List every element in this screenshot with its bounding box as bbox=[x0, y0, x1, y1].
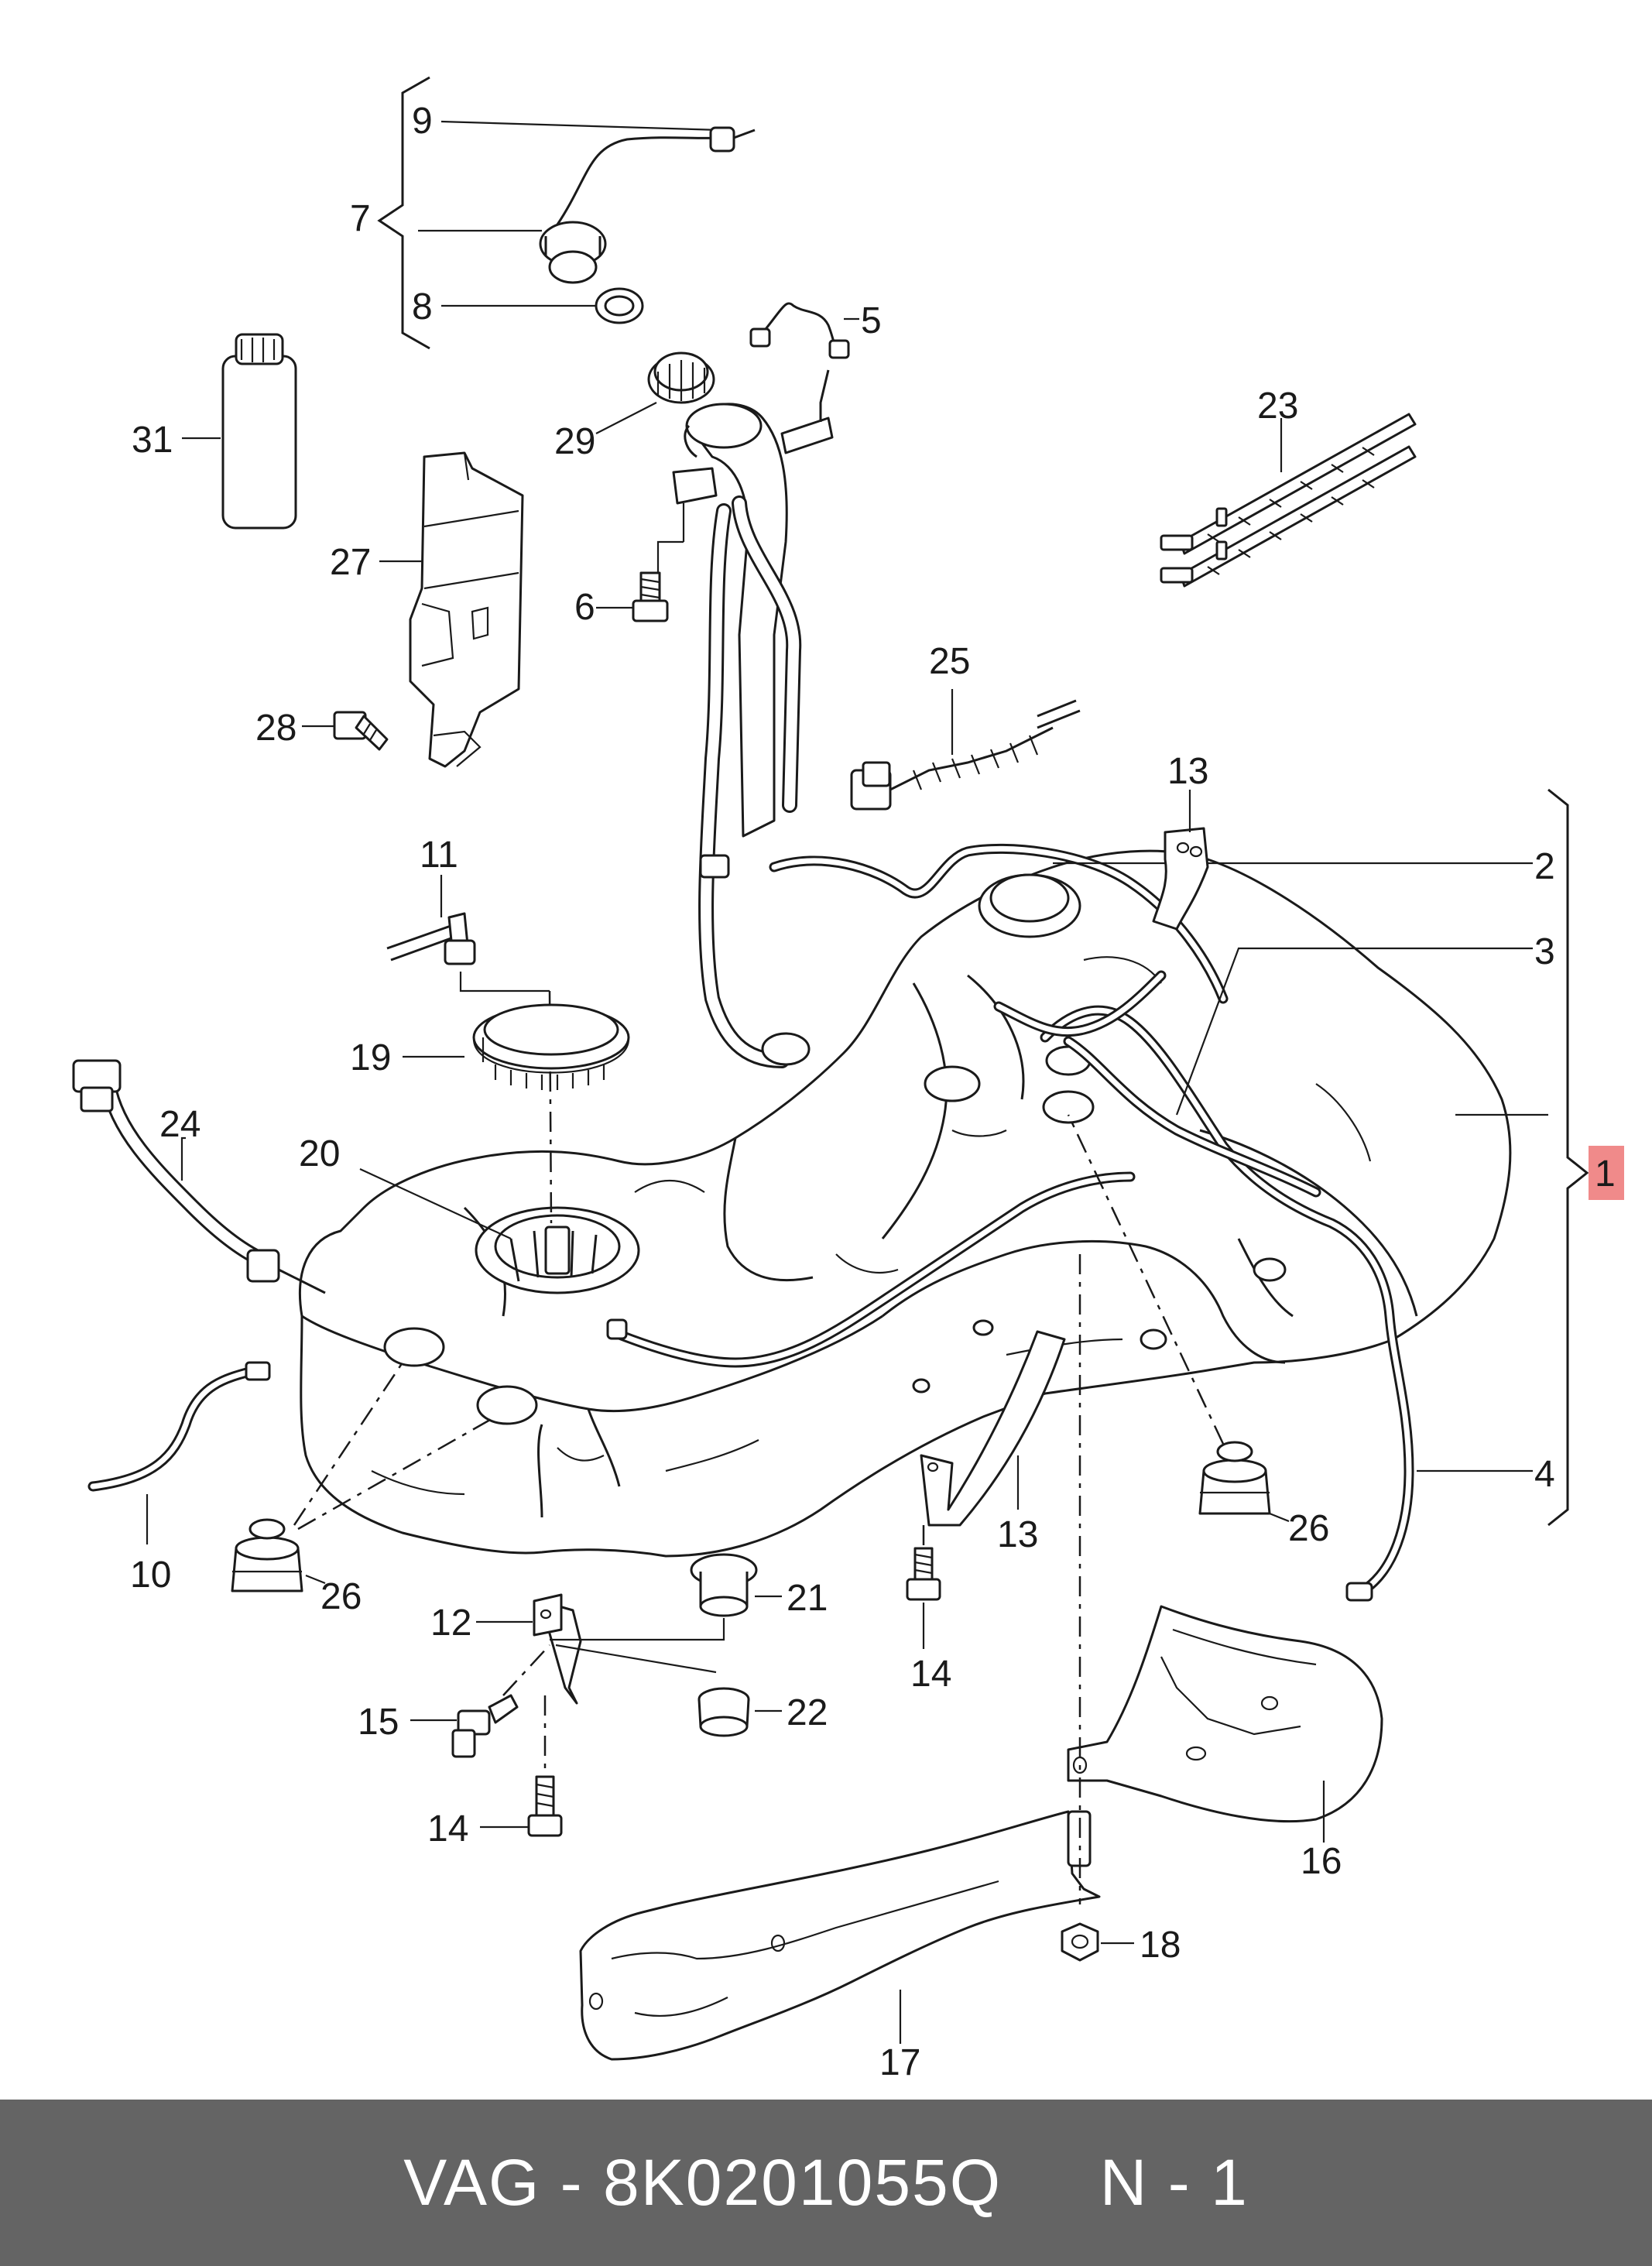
grommet-22 bbox=[697, 1687, 750, 1737]
heat-shield bbox=[409, 451, 524, 768]
callout-14b: 14 bbox=[910, 1654, 951, 1695]
callout-6: 6 bbox=[574, 587, 595, 628]
heat-shield-17 bbox=[579, 1810, 1101, 2061]
callout-28: 28 bbox=[255, 708, 296, 749]
grommet-21 bbox=[690, 1553, 758, 1617]
leader-26a bbox=[305, 1574, 326, 1585]
callout-31: 31 bbox=[132, 420, 173, 461]
callout-9: 9 bbox=[412, 101, 433, 142]
callout-27: 27 bbox=[330, 542, 371, 583]
hose-clip bbox=[850, 699, 1081, 811]
callout-7: 7 bbox=[350, 198, 371, 239]
locking-ring bbox=[472, 1003, 630, 1090]
wiring-harness bbox=[72, 1059, 326, 1294]
callout-5: 5 bbox=[861, 300, 882, 341]
callout-4: 4 bbox=[1534, 1454, 1555, 1495]
leader-20 bbox=[359, 1168, 512, 1239]
callout-3: 3 bbox=[1534, 931, 1555, 972]
parts-diagram: 1 2 3 4 5 6 7 8 9 10 11 12 13 13 14 14 1… bbox=[72, 76, 1624, 2083]
filler-cap-tether bbox=[556, 136, 721, 225]
neck-bracket bbox=[672, 467, 718, 505]
leader-24 bbox=[180, 1136, 186, 1181]
callout-8: 8 bbox=[412, 286, 433, 327]
bolt-14-right bbox=[906, 1547, 941, 1601]
part-number-caption: VAG - 8K0201055Q N - 1 bbox=[403, 2146, 1249, 2219]
callout-19: 19 bbox=[350, 1037, 391, 1078]
callout-26a: 26 bbox=[320, 1576, 362, 1617]
leader-3 bbox=[1175, 947, 1533, 1116]
leader-9 bbox=[440, 120, 721, 132]
callout-14a: 14 bbox=[427, 1808, 468, 1849]
filler-ring bbox=[647, 351, 715, 404]
callout-16: 16 bbox=[1301, 1841, 1342, 1882]
tether-clip bbox=[709, 126, 735, 153]
bump-stop-right bbox=[1198, 1441, 1271, 1515]
callout-20: 20 bbox=[299, 1133, 340, 1174]
callout-2: 2 bbox=[1534, 846, 1555, 887]
callout-18: 18 bbox=[1140, 1925, 1181, 1966]
callout-15: 15 bbox=[358, 1702, 399, 1743]
bracket-12 bbox=[533, 1593, 582, 1705]
callout-highlight bbox=[1589, 1146, 1624, 1200]
heat-shield-16 bbox=[1067, 1605, 1383, 1823]
filler-cap bbox=[539, 221, 607, 284]
bolt-6 bbox=[632, 571, 669, 622]
callout-17: 17 bbox=[879, 2042, 920, 2083]
strap-bracket-upper bbox=[1152, 827, 1209, 931]
fuel-lines bbox=[606, 843, 1414, 1602]
group-brace-1 bbox=[1547, 788, 1589, 1527]
callout-24: 24 bbox=[159, 1104, 201, 1145]
callout-11: 11 bbox=[420, 835, 458, 876]
sensor-wire bbox=[749, 302, 850, 359]
vent-pipe bbox=[87, 1361, 271, 1492]
leader-26b bbox=[1269, 1512, 1290, 1523]
callout-22: 22 bbox=[787, 1692, 828, 1733]
callout-1: 1 bbox=[1595, 1154, 1616, 1195]
filler-neck bbox=[684, 403, 811, 1068]
callout-13b: 13 bbox=[997, 1514, 1038, 1555]
fluid-bottle bbox=[221, 333, 297, 530]
callout-25: 25 bbox=[929, 641, 970, 682]
callout-13a: 13 bbox=[1167, 751, 1208, 792]
footer-bar: VAG - 8K0201055Q N - 1 bbox=[0, 2100, 1652, 2266]
bump-stop-left bbox=[231, 1518, 303, 1592]
bolt-14-left bbox=[527, 1775, 563, 1837]
callout-23: 23 bbox=[1257, 386, 1298, 427]
bolt-28 bbox=[333, 711, 389, 751]
group-brace-7 bbox=[377, 76, 430, 350]
callout-21: 21 bbox=[787, 1578, 828, 1619]
leader-29 bbox=[595, 402, 657, 434]
rivet-15 bbox=[451, 1694, 519, 1758]
callout-10: 10 bbox=[130, 1555, 171, 1596]
callout-12: 12 bbox=[430, 1603, 471, 1644]
tank-strap bbox=[920, 1330, 1066, 1527]
callout-29: 29 bbox=[554, 421, 595, 462]
line-connector bbox=[386, 912, 476, 965]
callout-26b: 26 bbox=[1288, 1508, 1329, 1549]
fuel-tank bbox=[298, 849, 1512, 1558]
nut-18 bbox=[1061, 1922, 1099, 1962]
cable-ties bbox=[1160, 413, 1417, 588]
